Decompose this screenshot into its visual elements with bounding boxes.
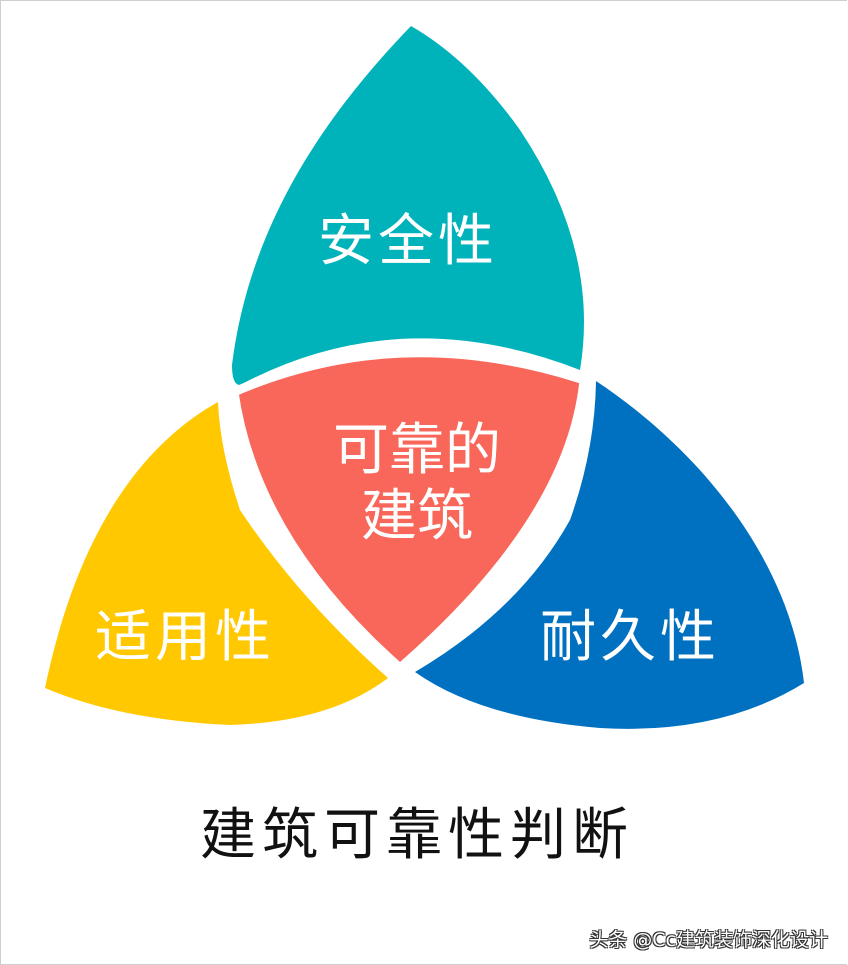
petal-safety	[232, 26, 584, 385]
petal-label-applicability: 适用性	[95, 605, 275, 670]
watermark: 头条 @Cc建筑装饰深化设计	[589, 929, 828, 951]
petal-label-safety: 安全性	[318, 209, 498, 274]
petal-applicability	[45, 402, 388, 725]
center-label-line1: 可靠的	[333, 418, 501, 483]
center-reliable-building	[229, 348, 589, 673]
center-label: 可靠的 建筑	[312, 418, 522, 550]
petal-durability	[415, 381, 804, 729]
diagram-title: 建筑可靠性判断	[200, 803, 634, 868]
center-label-line2: 建筑	[361, 484, 473, 549]
petal-label-durability: 耐久性	[540, 605, 720, 670]
